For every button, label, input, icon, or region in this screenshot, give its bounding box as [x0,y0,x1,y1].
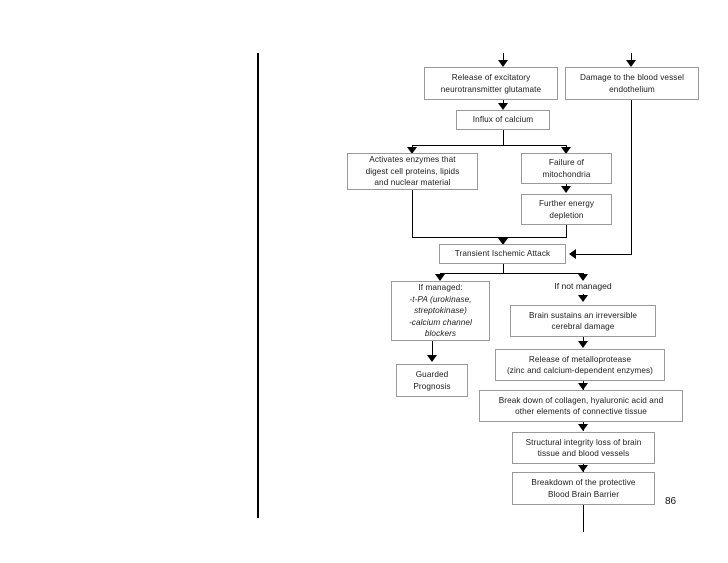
arrowhead-into-structural-loss [578,424,588,431]
left-margin-rule [257,53,259,518]
page-number: 86 [665,496,677,507]
connector-tia-split-bus [440,273,583,274]
node-activates-enzymes-line-1: Activates enzymes that [369,155,456,165]
arrowhead-into-brain-damage [578,295,588,302]
connector-influx-stem [503,130,504,145]
arrowhead-into-breakdown-bbb [578,465,588,472]
node-activates-enzymes[interactable]: Activates enzymes that digest cell prote… [347,153,478,190]
node-metalloprotease-line-2: (zinc and calcium-dependent enzymes) [506,366,654,375]
arrowhead-into-activates-enzymes [407,147,417,154]
node-if-managed[interactable]: If managed: -t-PA (urokinase, streptokin… [391,281,490,341]
connector-activates-enzymes-down [412,190,413,237]
arrowhead-into-influx-calcium [498,103,508,110]
connector-into-release-glutamate [503,53,504,62]
connector-endothelium-down [631,100,632,255]
node-further-energy-depletion[interactable]: Further energy depletion [521,194,612,225]
arrowhead-into-release-glutamate [498,60,508,67]
node-influx-calcium-line-1: Influx of calcium [472,115,534,125]
arrowhead-into-damage-endothelium [626,60,636,67]
node-if-managed-line-2: -t-PA (urokinase, [409,294,472,304]
node-influx-calcium[interactable]: Influx of calcium [456,110,550,130]
node-if-managed-line-5: blockers [424,329,457,339]
connector-bbb-continuation [583,505,584,532]
node-failure-mitochondria[interactable]: Failure of mitochondria [521,153,612,184]
node-brain-irreversible-damage[interactable]: Brain sustains an irreversible cerebral … [510,305,656,337]
node-guarded-prognosis[interactable]: Guarded Prognosis [396,364,468,397]
node-release-glutamate-line-2: neurotransmitter glutamate [440,84,542,94]
connector-into-damage-endothelium [631,53,632,62]
connector-influx-bus [412,145,567,146]
node-damage-endothelium-line-1: Damage to the blood vessel [579,73,685,82]
node-guarded-prognosis-line-1: Guarded [415,370,449,379]
node-breakdown-collagen[interactable]: Break down of collagen, hyaluronic acid … [479,390,683,422]
arrowhead-into-if-not-managed [578,274,588,281]
node-failure-mitochondria-line-2: mitochondria [542,169,591,179]
node-breakdown-bbb-line-2: Blood Brain Barrier [547,489,620,499]
node-if-managed-line-1: If managed: [418,283,463,293]
label-if-not-managed: If not managed [554,281,612,291]
node-damage-endothelium-line-2: endothelium [609,84,655,94]
arrowhead-into-further-energy [561,186,571,193]
node-further-energy-line-2: depletion [549,210,584,220]
connector-merge-bus-to-tia [412,237,567,238]
node-breakdown-collagen-line-1: Break down of collagen, hyaluronic acid … [498,395,664,405]
arrowhead-into-failure-mitochondria [561,147,571,154]
arrowhead-into-guarded-prognosis [427,355,437,362]
node-structural-integrity-loss[interactable]: Structural integrity loss of brain tissu… [512,432,655,464]
connector-tia-stem [503,264,504,273]
arrowhead-into-if-managed [435,274,445,281]
node-brain-damage-line-2: cerebral damage [551,322,615,331]
node-damage-endothelium[interactable]: Damage to the blood vessel endothelium [565,67,699,100]
node-metalloprotease-line-1: Release of metalloprotease [528,354,632,364]
node-release-metalloprotease[interactable]: Release of metalloprotease (zinc and cal… [495,349,665,381]
node-release-glutamate[interactable]: Release of excitatory neurotransmitter g… [424,67,558,100]
node-transient-ischemic-attack[interactable]: Transient Ischemic Attack [439,244,566,264]
node-release-glutamate-line-1: Release of excitatory [451,73,531,82]
node-activates-enzymes-line-2: digest cell proteins, lipids [365,166,460,176]
connector-if-managed-to-guarded [432,341,433,358]
node-breakdown-collagen-line-2: other elements of connective tissue [515,407,647,416]
node-breakdown-bbb-line-1: Breakdown of the protective [531,478,636,487]
node-activates-enzymes-line-3: and nuclear material [374,178,451,188]
node-breakdown-blood-brain-barrier[interactable]: Breakdown of the protective Blood Brain … [512,472,655,505]
node-tia-line-1: Transient Ischemic Attack [454,249,551,259]
connector-further-energy-down [566,225,567,237]
node-if-managed-line-3: streptokinase) [414,306,467,316]
arrowhead-into-metalloprotease [578,341,588,348]
connector-endothelium-to-tia [576,254,632,255]
arrowhead-left-into-tia [569,249,576,259]
node-guarded-prognosis-line-2: Prognosis [413,381,451,391]
node-structural-loss-line-1: Structural integrity loss of brain [525,437,642,447]
node-structural-loss-line-2: tissue and blood vessels [537,449,630,458]
arrowhead-into-tia [498,238,508,245]
arrowhead-into-breakdown-collagen [578,383,588,390]
node-failure-mitochondria-line-1: Failure of [548,158,585,167]
node-further-energy-line-1: Further energy [538,199,595,208]
node-if-managed-line-4: -calcium channel [408,317,473,327]
node-brain-damage-line-1: Brain sustains an irreversible [528,310,638,320]
